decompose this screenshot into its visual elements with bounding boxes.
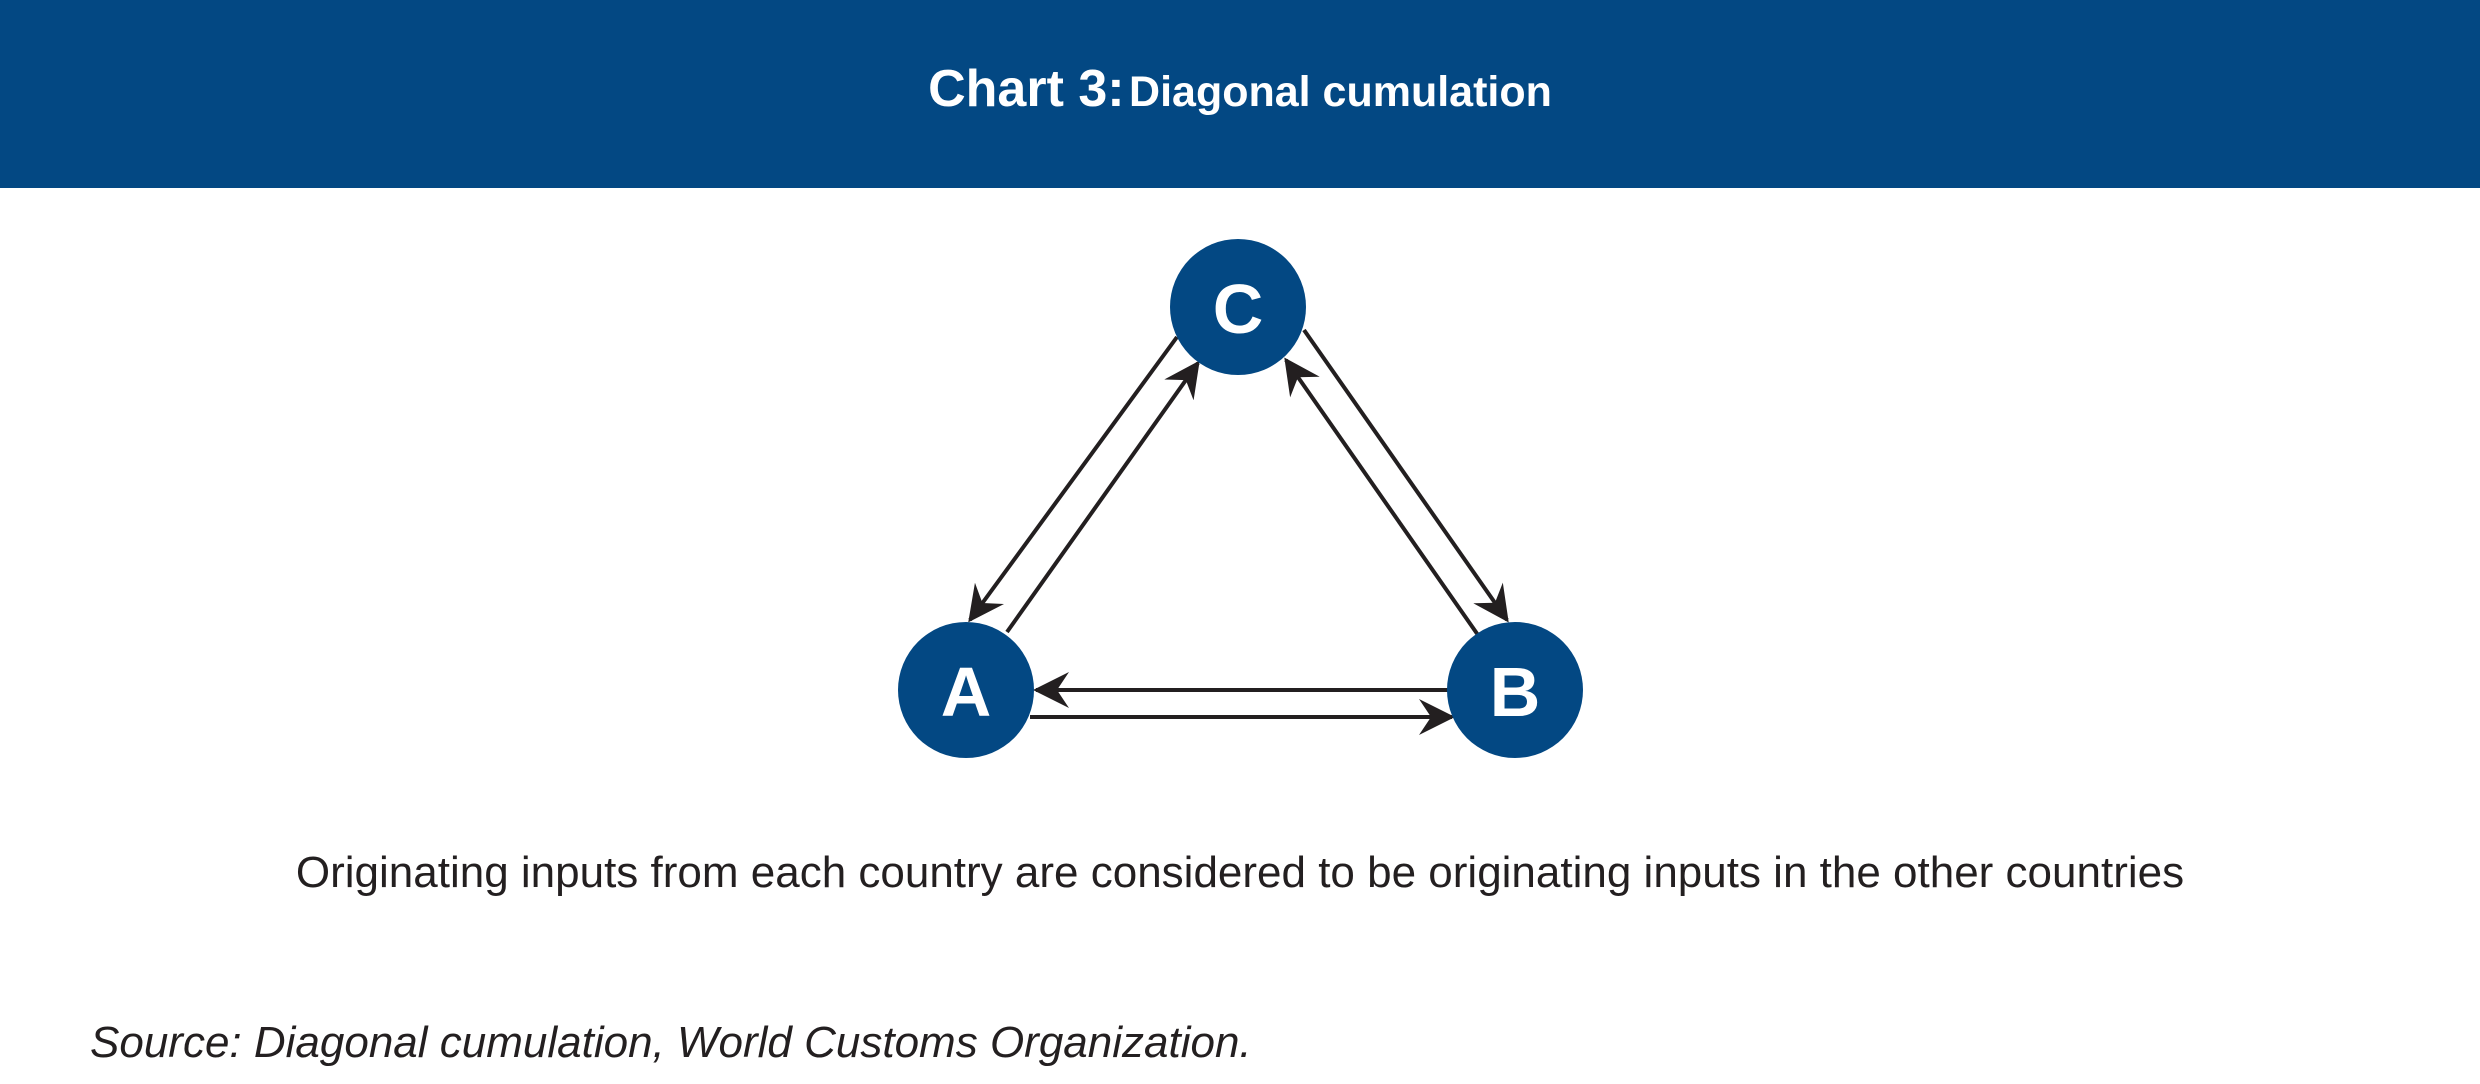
node-a-circle: [898, 622, 1034, 758]
diagram-caption: Originating inputs from each country are…: [295, 848, 2185, 897]
node-a: A: [898, 622, 1034, 758]
node-b-label: B: [1490, 653, 1541, 731]
node-c: C: [1170, 239, 1306, 375]
source-note: Source: Diagonal cumulation, World Custo…: [90, 1018, 1252, 1067]
node-c-label: C: [1213, 270, 1264, 348]
chart-title-text: Diagonal cumulation: [1129, 68, 1552, 116]
title-banner: Chart 3: Diagonal cumulation: [0, 0, 2480, 188]
node-c-circle: [1170, 239, 1306, 375]
cumulation-diagram: C A B: [898, 239, 1583, 758]
node-a-label: A: [941, 653, 992, 731]
arrow-b-to-c: [1284, 357, 1480, 637]
arrow-c-to-b: [1302, 328, 1509, 623]
node-b: B: [1447, 622, 1583, 758]
arrow-c-to-a: [968, 335, 1179, 623]
chart-title: Chart 3: Diagonal cumulation: [928, 59, 1552, 119]
node-b-circle: [1447, 622, 1583, 758]
arrow-a-to-c: [1005, 360, 1200, 634]
chart-title-prefix: Chart 3:: [928, 60, 1125, 118]
